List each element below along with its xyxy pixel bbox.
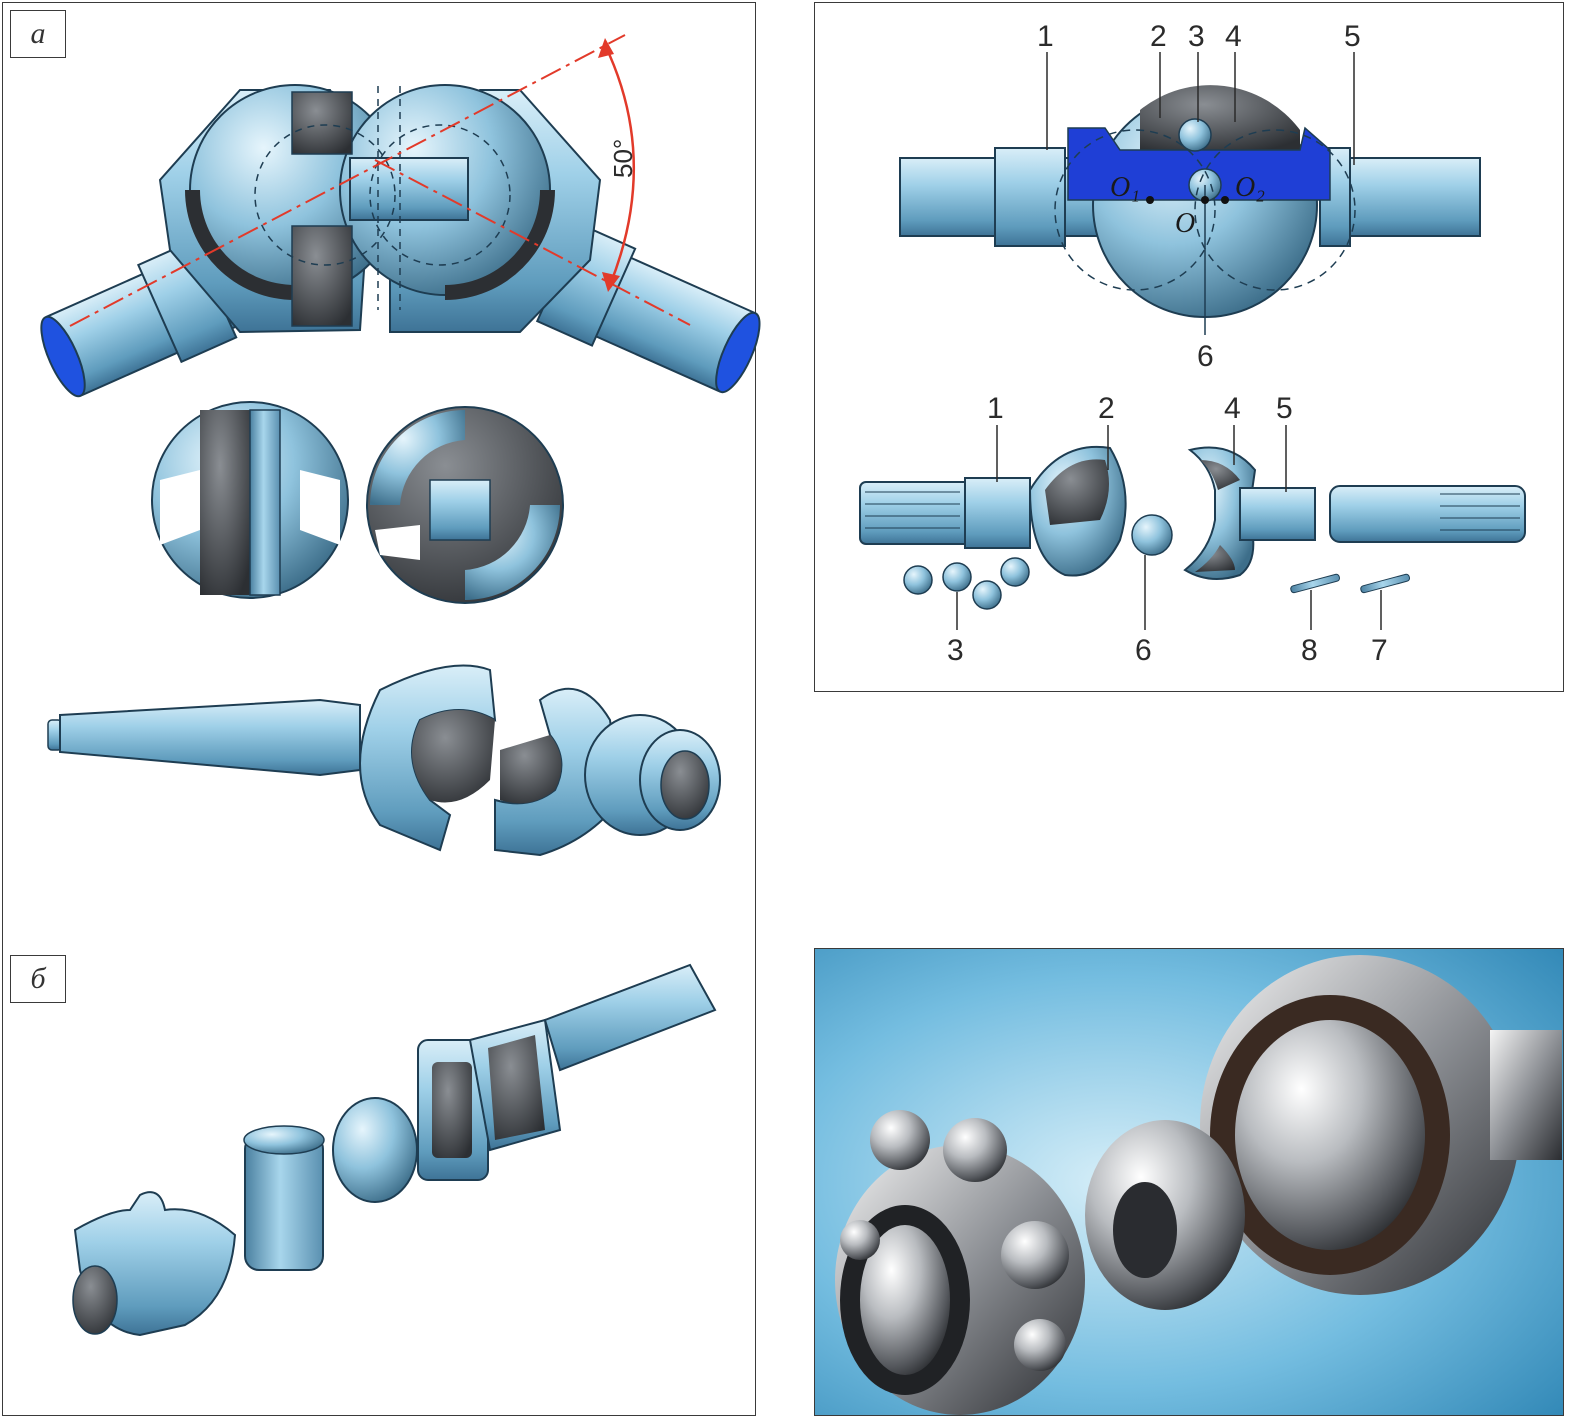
panel-a-label: а (10, 10, 66, 58)
assembled-callout-2: 2 (1150, 20, 1167, 53)
exploded-callout-7: 7 (1371, 634, 1388, 667)
exploded-callout-1: 1 (987, 392, 1004, 425)
assembled-callout-5: 5 (1344, 20, 1361, 53)
angle-label: 50° (608, 139, 638, 178)
assembled-callout-6: 6 (1197, 340, 1214, 373)
tracta-joint-exploded (72, 963, 717, 1337)
exploded-callout-3: 3 (947, 634, 964, 667)
ball-joint-assembled (899, 85, 1481, 335)
cam-joint-assembled (40, 34, 761, 398)
exploded-callout-5: 5 (1276, 392, 1293, 425)
center-o2: O₂ (1235, 172, 1265, 203)
ball-joint-exploded (859, 446, 1526, 610)
assembled-callout-4: 4 (1225, 20, 1242, 53)
exploded-callout-4: 4 (1224, 392, 1241, 425)
assembled-leaders (1046, 52, 1355, 165)
exploded-callout-6: 6 (1135, 634, 1152, 667)
exploded-callout-2: 2 (1098, 392, 1115, 425)
exploded-callout-8: 8 (1301, 634, 1318, 667)
assembled-callout-3: 3 (1188, 20, 1205, 53)
cam-pair (151, 401, 564, 604)
fork-shaft (47, 664, 721, 857)
cv-joint-photo (815, 949, 1563, 1415)
center-o: O (1175, 208, 1195, 239)
exploded-leaders (956, 425, 1382, 630)
panel-b-label: б (10, 955, 66, 1003)
assembled-callout-1: 1 (1037, 20, 1054, 53)
center-o1: O₁ (1110, 172, 1140, 203)
